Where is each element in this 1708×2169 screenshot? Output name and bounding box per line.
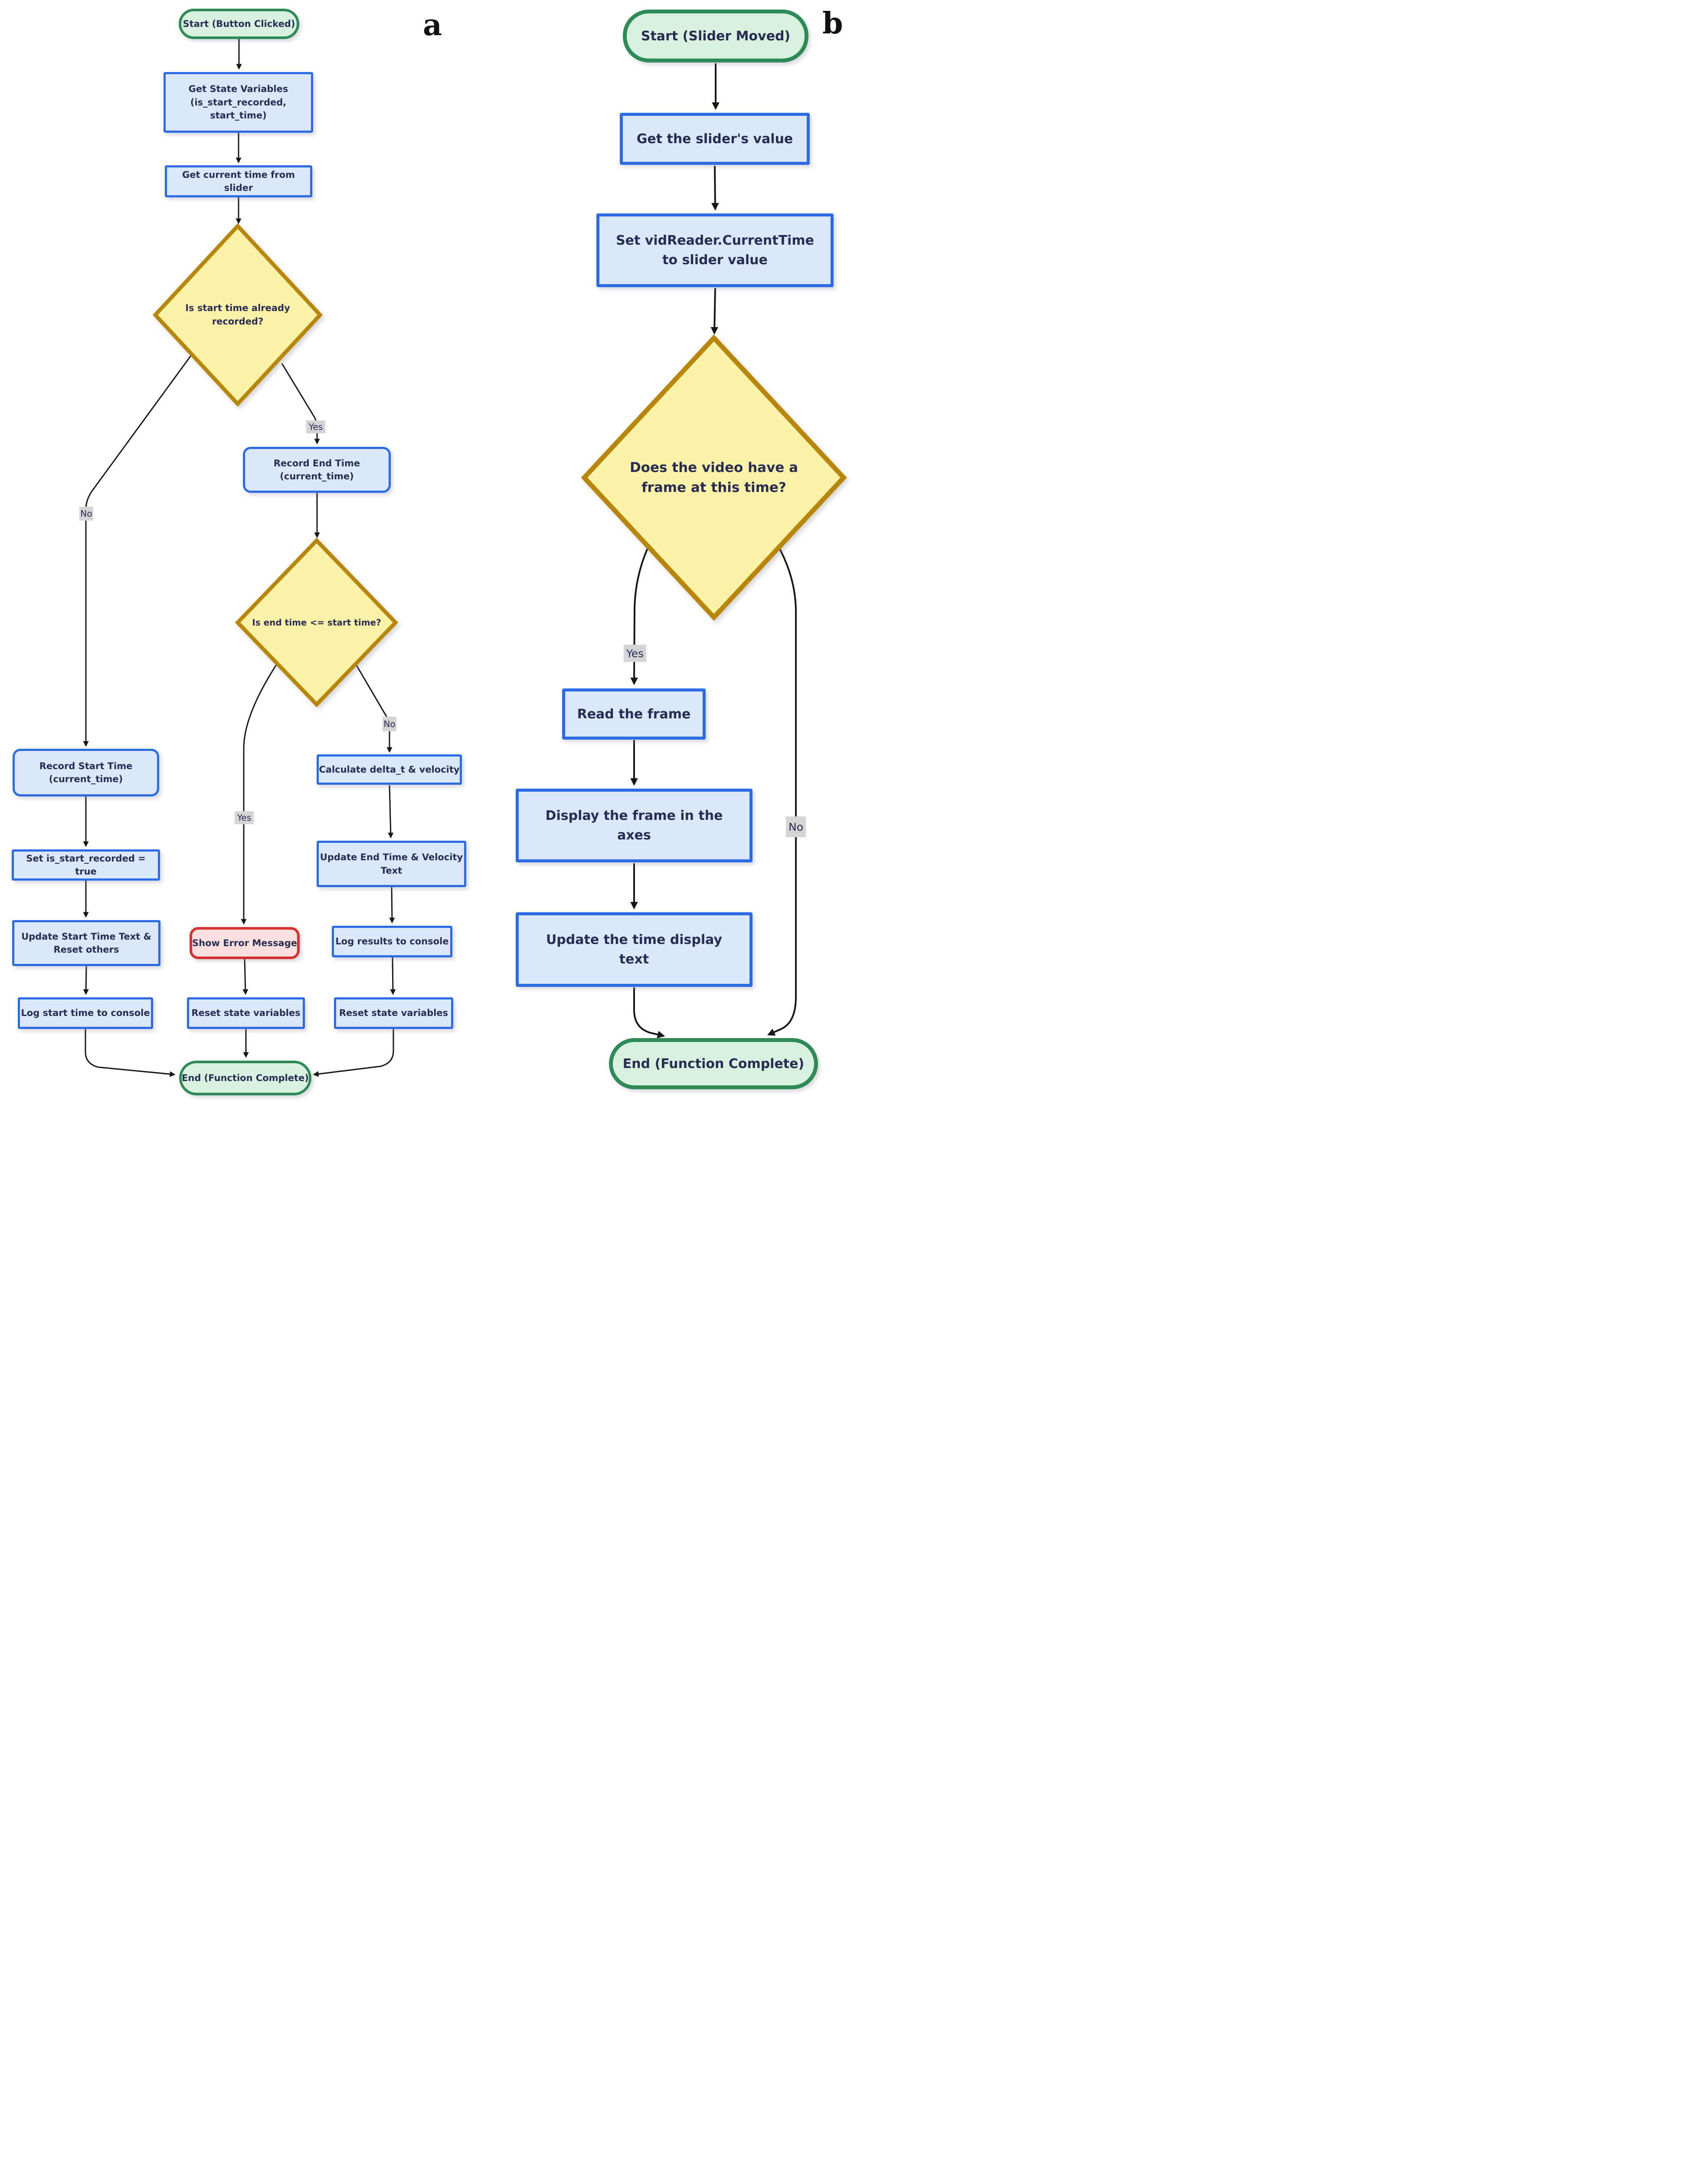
- edge-label-a-yes1: Yes: [306, 420, 325, 433]
- node-a-reset-state-left: Reset state variables: [187, 997, 305, 1029]
- node-a-start: Start (Button Clicked): [179, 9, 299, 39]
- edge-a-logstart-to-end: [85, 1029, 176, 1077]
- figure-label-a: a: [423, 8, 442, 43]
- edge-label-a-no2: No: [383, 717, 396, 731]
- node-a-set-recorded: Set is_start_recorded = true: [12, 849, 160, 881]
- edge-b-decision-yes: [630, 547, 649, 685]
- node-a-update-start-text: Update Start Time Text & Reset others: [12, 920, 160, 966]
- node-b-set-current-time: Set vidReader.CurrentTime to slider valu…: [596, 213, 834, 287]
- node-b-display-frame: Display the frame in the axes: [516, 789, 753, 862]
- node-a-get-time: Get current time from slider: [165, 165, 312, 197]
- node-a-record-start: Record Start Time (current_time): [13, 749, 159, 796]
- node-a-record-end: Record End Time (current_time): [243, 447, 391, 493]
- edge-a-decision2-no: [354, 662, 393, 753]
- edge-label-b-yes: Yes: [624, 645, 646, 662]
- node-b-start: Start (Slider Moved): [623, 10, 808, 62]
- node-a-log-results: Log results to console: [332, 926, 452, 957]
- node-b-end: End (Function Complete): [609, 1038, 818, 1089]
- edge-label-b-no: No: [786, 816, 806, 837]
- edge-b-decision-no: [767, 547, 797, 1036]
- edge-b-settime-to-decision: [710, 288, 719, 335]
- decision-end-time-shape: [235, 537, 399, 708]
- node-a-update-end-text: Update End Time & Velocity Text: [317, 841, 466, 887]
- node-a-show-error: Show Error Message: [190, 927, 300, 959]
- edge-a-decision1-no: [83, 355, 192, 747]
- node-a-log-start: Log start time to console: [18, 997, 153, 1029]
- edges-layer: [83, 39, 847, 1077]
- figure-label-b: b: [822, 6, 843, 41]
- node-a-reset-state-right: Reset state variables: [334, 997, 453, 1029]
- decision-start-recorded-shape: [152, 223, 323, 407]
- edge-b-updatetime-to-end: [633, 987, 665, 1039]
- edge-a-decision2-yes: [241, 662, 278, 925]
- edge-label-a-yes2: Yes: [235, 811, 254, 824]
- node-a-get-state: Get State Variables (is_start_recorded, …: [164, 72, 313, 133]
- edge-a-resetright-to-end: [313, 1029, 394, 1077]
- node-a-end: End (Function Complete): [179, 1061, 311, 1095]
- node-b-update-time-text: Update the time display text: [516, 912, 753, 987]
- edge-label-a-no1: No: [79, 507, 93, 521]
- node-b-get-value: Get the slider's value: [620, 113, 810, 165]
- edge-a-calc-to-updateend: [388, 785, 394, 839]
- node-b-read-frame: Read the frame: [562, 688, 706, 740]
- decision-frame-shape: [581, 334, 847, 621]
- flowchart-figure: a b Start (Button Clicked) Get State Var…: [0, 0, 854, 1103]
- node-a-calculate: Calculate delta_t & velocity: [317, 754, 462, 785]
